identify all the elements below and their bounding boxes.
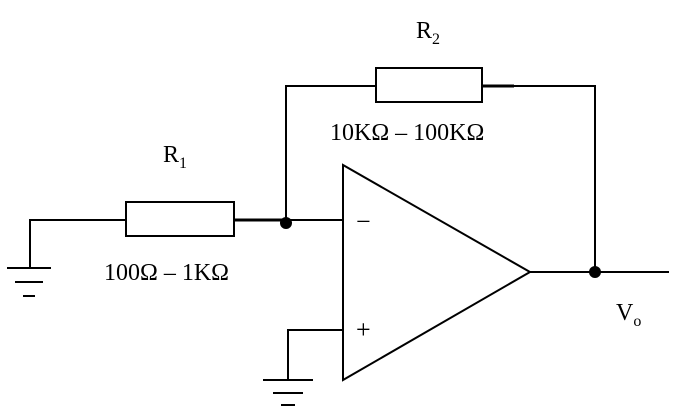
ground-symbol-bottom: [263, 379, 313, 406]
op-amp: [342, 163, 533, 382]
r1-value: 100Ω – 1KΩ: [104, 260, 229, 286]
ground-symbol-left: [7, 267, 51, 297]
junction-dot-input: [280, 217, 292, 229]
r1-label: R1: [163, 142, 187, 172]
feedback-wire-return: [513, 85, 596, 273]
noninverting-input-sign: +: [356, 315, 371, 344]
output-label: Vo: [616, 300, 641, 330]
resistor-r2: [375, 67, 483, 103]
feedback-wire-left: [285, 85, 377, 221]
r2-value: 10KΩ – 100KΩ: [330, 120, 484, 146]
resistor-r1: [125, 201, 235, 237]
input-wire: [29, 219, 127, 269]
junction-dot-output: [589, 266, 601, 278]
r2-label: R2: [416, 18, 440, 48]
inverting-input-sign: −: [356, 207, 371, 236]
noninverting-input-wire: [287, 329, 344, 381]
